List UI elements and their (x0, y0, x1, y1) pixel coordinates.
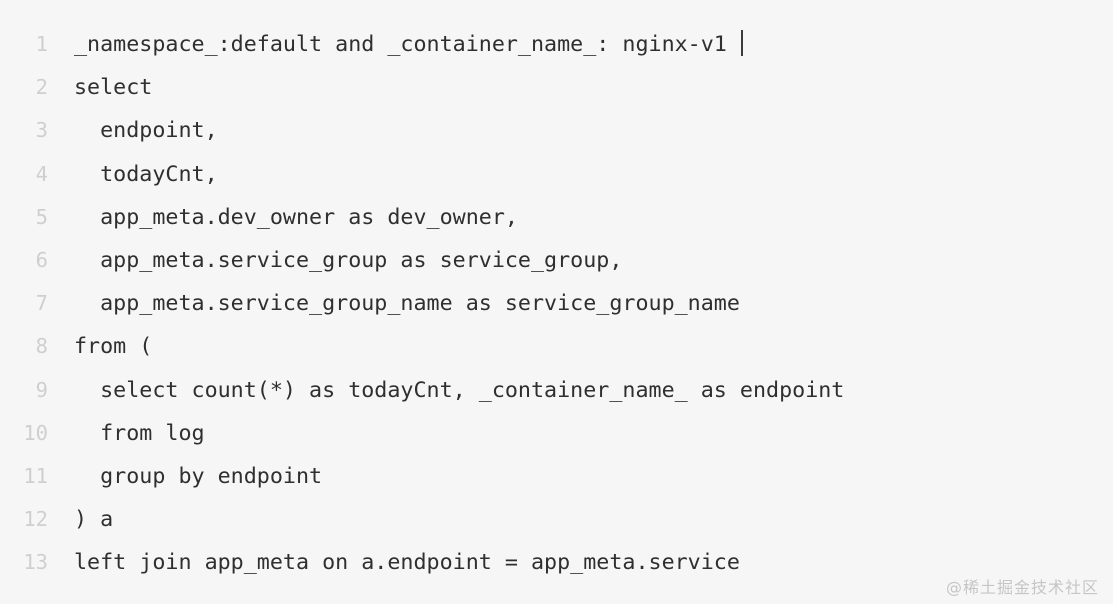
line-number: 11 (23, 463, 48, 488)
line-content[interactable]: group by endpoint (74, 463, 323, 489)
line-number: 7 (35, 291, 48, 316)
line-number: 13 (23, 550, 48, 575)
code-line[interactable]: 10 from log (0, 412, 1113, 455)
code-line[interactable]: 5 app_meta.dev_owner as dev_owner, (0, 196, 1113, 239)
line-content[interactable]: left join app_meta on a.endpoint = app_m… (74, 550, 740, 576)
code-line[interactable]: 7 app_meta.service_group_name as service… (0, 282, 1113, 325)
line-text: _namespace_:default and _container_name_… (74, 32, 740, 57)
line-content[interactable]: _namespace_:default and _container_name_… (74, 23, 1113, 66)
code-line[interactable]: 4 todayCnt, (0, 153, 1113, 196)
code-line[interactable]: 1 _namespace_:default and _container_nam… (0, 23, 1113, 66)
code-line[interactable]: 9 select count(*) as todayCnt, _containe… (0, 369, 1113, 412)
code-line[interactable]: 13 left join app_meta on a.endpoint = ap… (0, 541, 1113, 584)
code-line[interactable]: 3 endpoint, (0, 109, 1113, 152)
line-number: 4 (35, 161, 48, 186)
line-number: 3 (35, 118, 48, 143)
line-content[interactable]: app_meta.service_group_name as service_g… (74, 291, 740, 317)
line-number: 2 (35, 75, 48, 100)
line-number: 9 (35, 377, 48, 402)
line-number: 6 (35, 247, 48, 272)
line-content[interactable]: app_meta.dev_owner as dev_owner, (74, 204, 518, 230)
line-content[interactable]: todayCnt, (74, 161, 218, 187)
text-caret (740, 30, 743, 56)
line-number: 10 (23, 420, 48, 445)
line-content[interactable]: endpoint, (74, 118, 218, 144)
code-line[interactable]: 8 from ( (0, 325, 1113, 368)
line-number: 8 (35, 334, 48, 359)
code-line[interactable]: 12 ) a (0, 498, 1113, 541)
code-line[interactable]: 6 app_meta.service_group as service_grou… (0, 239, 1113, 282)
line-content[interactable]: from ( (74, 334, 153, 360)
line-content[interactable]: from log (74, 420, 205, 446)
watermark: @稀土掘金技术社区 (945, 578, 1099, 597)
line-number: 12 (23, 507, 48, 532)
line-content[interactable]: ) a (74, 507, 114, 533)
line-content[interactable]: app_meta.service_group as service_group, (74, 247, 623, 273)
line-content[interactable]: select (74, 75, 153, 101)
line-content[interactable]: select count(*) as todayCnt, _container_… (74, 377, 845, 403)
line-number: 1 (35, 32, 48, 56)
code-line[interactable]: 11 group by endpoint (0, 455, 1113, 498)
line-number: 5 (35, 204, 48, 229)
code-line[interactable]: 2 select (0, 66, 1113, 109)
